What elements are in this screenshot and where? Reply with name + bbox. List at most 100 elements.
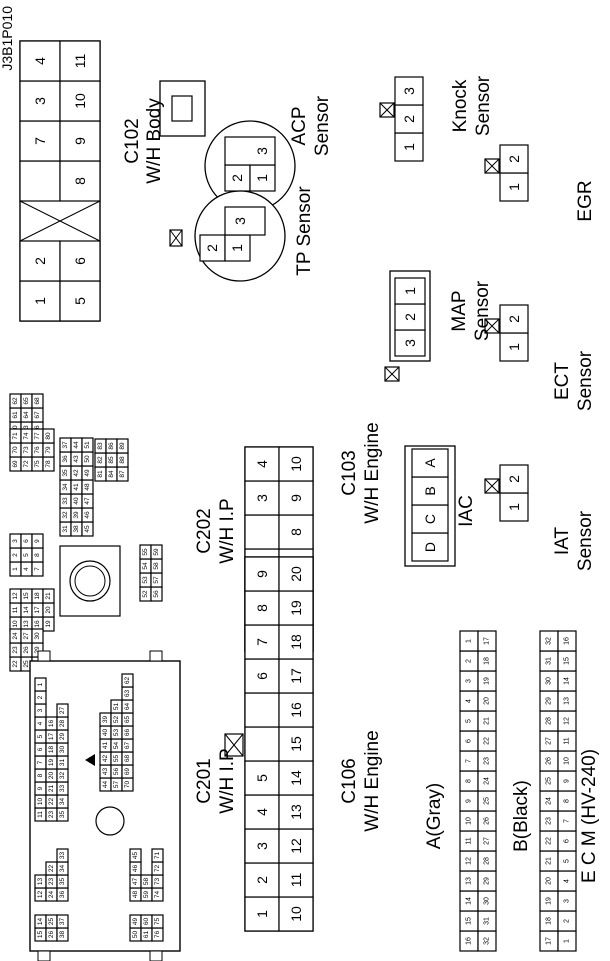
ecm-a-top-pin-label: 2 [466,659,473,663]
ecm-a-top-pin-label: 6 [466,739,473,743]
c201-bm-pin-label: 48 [132,891,139,899]
c201-bl-pin-label: 60 [143,918,150,926]
c202-upper-pin-label: 31 [62,525,69,533]
ect-pin-label: 2 [506,315,522,323]
ect-latch-x2 [484,318,500,334]
c202-rl-pin-label: 82 [97,456,104,464]
ecm-b-top-pin-label: 17 [546,937,553,945]
acp-pin [224,136,276,166]
c102-pin-label: 1 [32,297,48,305]
c202-b3-pin-label: 23 [12,646,19,654]
egr-pin-label: 2 [506,155,522,163]
c103-pin-label: 9 [288,494,304,502]
c201-br-pin-label: 39 [102,716,109,724]
c201-mb-pin-label: 36 [59,891,66,899]
ecm-b-label: B(Black) [511,780,532,852]
c201-mb-pin-label: 33 [59,852,66,860]
ecm-b-top-pin-label: 27 [546,737,553,745]
acp-label-line2: Sensor [312,95,333,156]
ecm-a-top-pin-label: 1 [466,639,473,643]
c202-rm-pin-label: 75 [34,460,41,468]
iac-pin-label: B [422,486,438,495]
ecm-b-bottom-pin-label: 8 [564,799,571,803]
c106-pin-label: 1 [254,910,270,918]
c201-lc-pin-label: 26 [48,931,55,939]
c202-upper-pin-label: 36 [62,455,69,463]
iat-latch-x2 [484,478,500,494]
c201-r-pin-label: 30 [59,746,66,754]
map-pin-label: 3 [402,339,418,347]
c201-lc-pin-label: 37 [59,918,66,926]
iat-pin-label: 2 [506,475,522,483]
c106-pin-label: 19 [288,600,304,616]
c201-r-pin [56,703,69,718]
c201-r-pin-label: 16 [48,720,55,728]
c202-upper-pin-label: 33 [62,497,69,505]
c202-small-pin-label: 59 [153,548,160,556]
c202-small-pin-label: 52 [142,590,149,598]
c103-pin-label: 3 [254,494,270,502]
iac-pin-label: D [422,542,438,552]
c106-pin-label: 11 [288,873,304,888]
c202-small-pin-label: 55 [142,548,149,556]
c201-label-line1: C201 [194,758,215,803]
ecm-a-bottom-pin-label: 28 [484,857,491,865]
c201-br-pin-label: 62 [124,677,131,685]
c202-rm-pin-label: 78 [45,460,52,468]
c106-pin [278,556,314,592]
c202-rl-pin-label: 87 [119,470,126,478]
c202-rm-pin-label: 74 [23,432,30,440]
c106-pin-label: 8 [254,604,270,612]
ecm-a-top-pin-label: 13 [466,877,473,885]
c102-pin-label: 7 [32,137,48,145]
c201-key [37,650,51,662]
c103-pin-label: 10 [288,456,304,472]
c202-rm-pin-label: 76 [34,446,41,454]
c202-upper-pin-label: 32 [62,511,69,519]
c201-br-pin-label: 41 [102,742,109,750]
c106-pin-label: 6 [254,672,270,680]
c201-bl-pin-label: 50 [132,931,139,939]
c202-left-pin-label: 9 [34,539,41,543]
connector-shapes: 1526879310411213213123123211212DCBA15267… [9,40,577,961]
knock-label-line2: Sensor [473,75,494,136]
c201-mb-pin-label: 24 [48,891,55,899]
ecm-b-top-pin-label: 28 [546,717,553,725]
c102-pin-label: 8 [72,177,88,185]
c106-pin-label: 5 [254,774,270,782]
c202-upper-pin-label: 34 [62,483,69,491]
map-pin [394,277,426,305]
c202-b2-pin-label: 15 [23,592,30,600]
c201-br-pin-label: 51 [113,703,120,711]
ecm-label: E C M (HV-240) [579,749,600,883]
c106-latch-x2 [224,733,244,757]
c201-r-pin-label: 23 [48,811,55,819]
c202-ru-pin-label: 68 [34,397,41,405]
c201-bl-pin-label: 49 [132,918,139,926]
egr-pin [499,144,529,174]
c201-br-pin-label: 64 [124,703,131,711]
c201-key [149,950,163,961]
c201-mb-pin-label: 34 [59,865,66,873]
c202-rm-pin-label: 72 [23,460,30,468]
c106-pin-label: 2 [254,876,270,884]
c202-upper-pin-label: 44 [73,441,80,449]
c201-br-pin [121,673,134,688]
map-latch-x2 [384,366,400,382]
c201-r-pin-label: 32 [59,772,66,780]
ecm-a-bottom-pin-label: 24 [484,777,491,785]
c202-small-pin [150,544,163,560]
ect-pin [499,304,529,334]
c202-b2-pin-label: 20 [45,606,52,614]
c201-r-pin-label: 7 [37,760,44,764]
ecm-b-bottom-pin-label: 9 [564,779,571,783]
c201-label-line2: W/H I.P [217,748,238,813]
c202-upper-pin-label: 39 [73,511,80,519]
ecm-b-bottom-pin-label: 14 [564,677,571,685]
c202-b3-pin-label: 25 [23,660,30,668]
c202-b3-pin-label: 27 [23,632,30,640]
ecm-a-bottom-pin-label: 32 [484,937,491,945]
iat-label-line1: IAT [552,527,573,556]
knock-latch-x2 [379,102,395,118]
